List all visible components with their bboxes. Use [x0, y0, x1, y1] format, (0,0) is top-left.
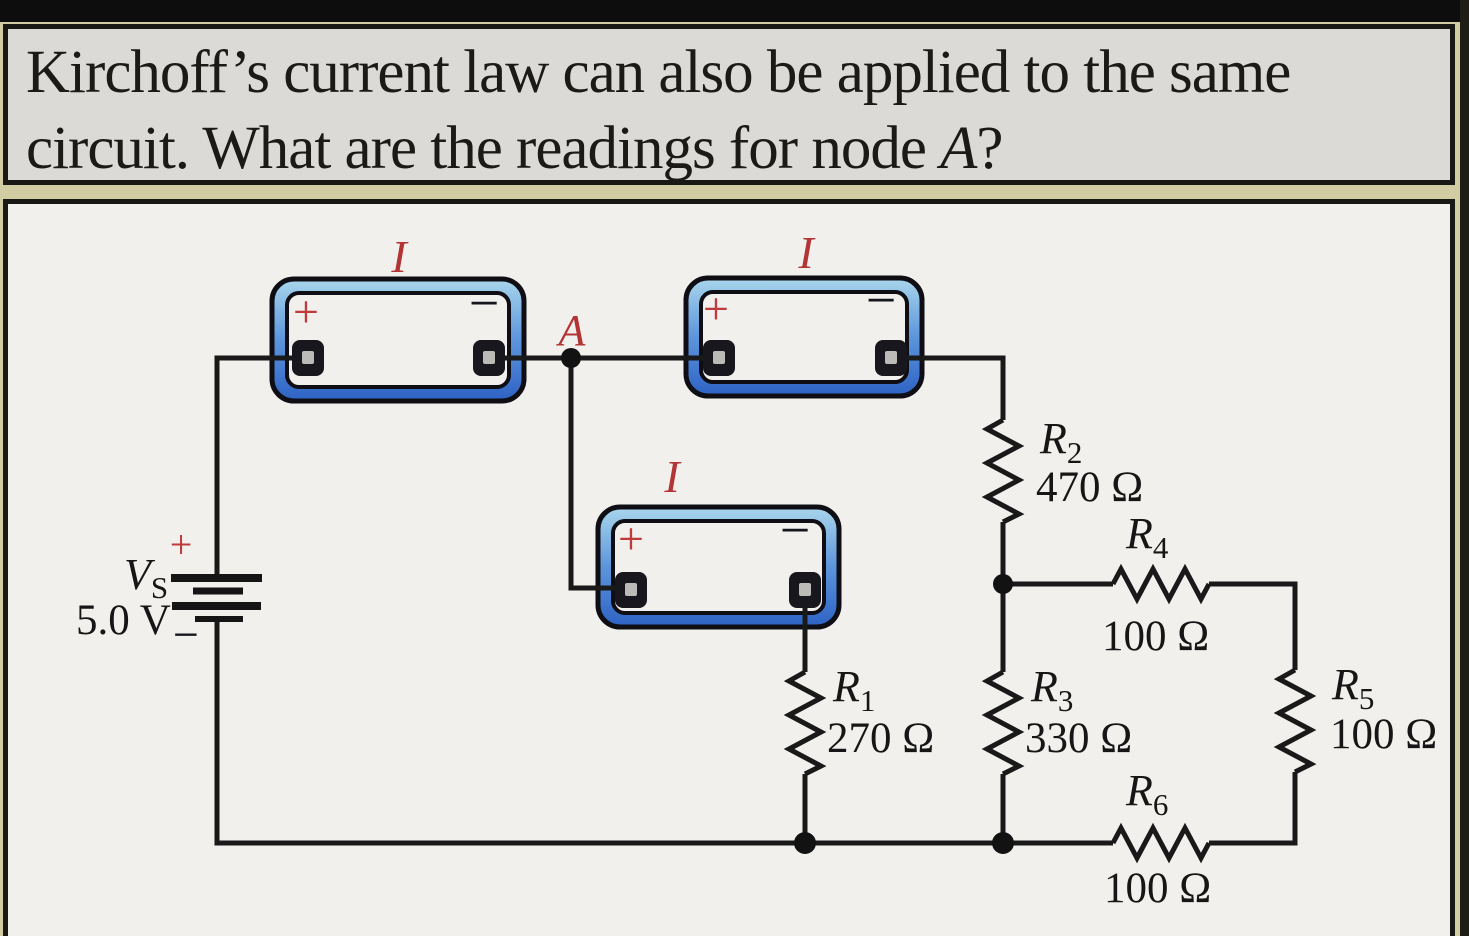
ammeter-2-plus-sign: + [703, 283, 729, 334]
ammeter-1-label: I [390, 231, 409, 282]
node-a-dot [561, 348, 581, 368]
ammeter-2-label: I [797, 227, 816, 278]
resistor-r4-symbol [1110, 563, 1212, 605]
resistor-r1-name: R1 [832, 662, 875, 718]
resistor-r2-value: 470 Ω [1036, 464, 1143, 511]
ammeter-3 [595, 504, 842, 630]
ammeter-3-label: I [663, 451, 682, 502]
resistor-r5-value: 100 Ω [1330, 711, 1437, 758]
resistor-r2-symbol [981, 417, 1025, 525]
resistor-r3-value: 330 Ω [1025, 715, 1132, 762]
ammeter-1-face [285, 291, 511, 389]
ammeter-1-terminal-minus-pad [483, 351, 495, 364]
battery-plus-sign: + [170, 522, 193, 567]
ammeter-1-plus-sign: + [293, 286, 319, 337]
question-text: Kirchoff’s current law can also be appli… [8, 29, 1450, 187]
wire-ammeter2-to-r2 [889, 355, 1006, 420]
battery-minus-sign: − [173, 609, 199, 660]
resistor-r6-value: 100 Ω [1104, 865, 1211, 912]
ammeter-2-minus-sign: − [866, 270, 896, 330]
wires [214, 355, 1298, 846]
labels: I I I A + − + − + − + VS 5.0 V − R2 470 … [76, 227, 1437, 912]
ammeter-1-minus-sign: − [469, 273, 499, 333]
wire-nodea-to-ammeter3 [568, 358, 636, 591]
resistor-r1-symbol [783, 669, 827, 777]
ammeter-3-minus-sign: − [780, 500, 810, 560]
battery-symbol [171, 574, 262, 622]
question-line-1: Kirchoff’s current law can also be appli… [26, 39, 1291, 106]
wire-r5-to-r6 [1209, 772, 1298, 846]
battery-name-label: VS [124, 550, 168, 605]
screen-right-bezel [1460, 0, 1469, 936]
screen-top-bezel [0, 0, 1469, 22]
ammeter-3-plus-sign: + [618, 513, 644, 564]
ammeter-1-terminal-plus-pad [302, 351, 314, 364]
ammeter-2-terminal-plus-pad [713, 351, 725, 364]
ammeter-2-face [699, 290, 909, 384]
ammeter-3-face [611, 519, 826, 615]
ammeter-3-terminal-plus-pad [625, 583, 637, 596]
ammeter-2-terminal-minus-pad [885, 351, 897, 364]
node-r1-bottom-dot [794, 832, 816, 854]
ammeter-2 [683, 275, 925, 399]
resistor-r3-symbol [981, 669, 1025, 777]
wire-bottom-rail [214, 621, 1113, 846]
resistor-r5-name: R5 [1331, 660, 1374, 716]
resistor-r3-name: R3 [1030, 662, 1073, 718]
question-panel: Kirchoff’s current law can also be appli… [3, 24, 1455, 185]
ammeter-3-terminal-minus-pad [799, 583, 811, 596]
circuit-diagram-panel: I I I A + − + − + − + VS 5.0 V − R2 470 … [3, 199, 1455, 936]
resistor-r6-name: R6 [1125, 766, 1168, 822]
ammeter-1 [269, 276, 527, 404]
resistor-r6-symbol [1110, 822, 1212, 864]
resistor-r5-symbol [1273, 667, 1317, 775]
node-a-reference: A [940, 115, 977, 182]
node-r3-bottom-dot [992, 832, 1014, 854]
resistor-symbols [783, 417, 1317, 864]
resistor-r1-value: 270 Ω [827, 715, 934, 762]
junction-nodes [561, 348, 1014, 854]
resistor-r4-name: R4 [1125, 509, 1169, 565]
wire-r4-to-r5 [1209, 581, 1298, 670]
ammeter-terminals [292, 340, 907, 608]
wire-battery-to-ammeter1 [214, 355, 312, 577]
circuit-diagram: I I I A + − + − + − + VS 5.0 V − R2 470 … [76, 227, 1437, 912]
question-line-2: circuit. What are the readings for node … [26, 115, 1003, 182]
node-a-label: A [556, 306, 587, 355]
battery-value-label: 5.0 V [76, 597, 171, 644]
resistor-r2-name: R2 [1039, 414, 1082, 470]
node-r2-r3-r4-dot [993, 574, 1013, 594]
resistor-r4-value: 100 Ω [1102, 613, 1209, 660]
